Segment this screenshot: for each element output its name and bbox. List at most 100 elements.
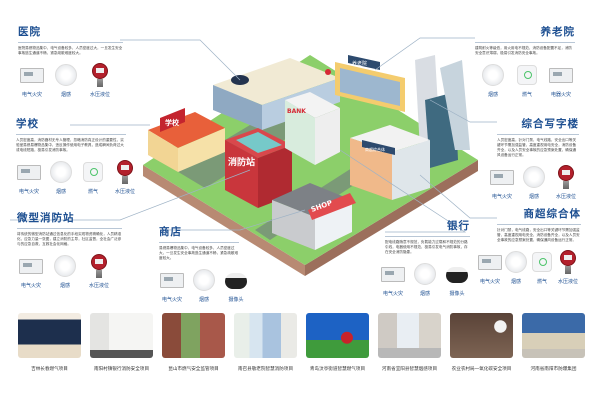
section-title: 养老院: [540, 26, 575, 38]
divider: [18, 42, 123, 43]
project-card[interactable]: 河南省南阳市防爆集团: [522, 313, 585, 372]
device-label: 燃气: [87, 189, 98, 195]
gas-detector-icon: [529, 249, 555, 275]
device-label: 烟感: [510, 279, 521, 285]
device-item: 电气火灾: [16, 159, 42, 195]
device-item: 燃气: [80, 159, 106, 195]
smoke-detector-icon: [191, 267, 217, 293]
device-label: 烟感: [55, 189, 66, 195]
device-label: 电器火灾: [550, 92, 571, 98]
mall-building: 商超综合体: [350, 125, 430, 200]
device-item: 水压液位: [553, 164, 579, 200]
section-description: 医院易燃物品集中，电气设备较多，人员密度过大，一旦发生安全事故逃生通道不畅，紧急…: [18, 46, 123, 55]
section-bank: 银行 配电线路随意不规范，负载能力过载和不规范的分路引线，电器使用不规范，极易引…: [381, 218, 470, 297]
section-title: 银行: [447, 220, 470, 232]
device-label: 电气火灾: [18, 189, 39, 195]
gas-detector-icon: [514, 62, 540, 88]
device-item: 摄像头: [223, 267, 249, 303]
device-item: 摄像头: [444, 261, 470, 297]
device-item: 烟感: [479, 62, 507, 98]
project-caption: 河南省宜阳县智慧烟感项目: [381, 367, 438, 372]
device-label: 水压液位: [555, 194, 576, 200]
section-title: 微型消防站: [17, 212, 75, 224]
device-label: 电气火灾: [479, 279, 500, 285]
project-card[interactable]: 吉林长春燃气项目: [18, 313, 81, 372]
project-gallery: 吉林长春燃气项目 南阳村镇银行消防安全项目 昆山市燃气安全监管项目 南召县敬老院…: [18, 313, 585, 372]
project-photo: [18, 313, 81, 358]
divider: [159, 242, 239, 243]
project-caption: 南阳村镇银行消防安全项目: [93, 367, 150, 372]
electric-fire-detector-icon: [159, 267, 185, 293]
device-list: 电气火灾烟感水压液位: [17, 253, 122, 289]
divider: [497, 134, 579, 135]
project-photo: [378, 313, 441, 358]
bank-sign: BANK: [287, 108, 306, 115]
fire-station-sign: 消防站: [228, 156, 255, 168]
camera-icon: [444, 261, 470, 287]
project-caption: 南召县敬老院智慧消防项目: [237, 367, 294, 372]
divider: [16, 134, 126, 135]
device-item: 电气火灾: [489, 164, 515, 200]
project-card[interactable]: 南召县敬老院智慧消防项目: [234, 313, 297, 372]
device-list: 电气火灾 烟感 燃气 水压液位: [16, 159, 135, 195]
project-photo: [450, 313, 513, 358]
device-item: 水压液位: [112, 159, 138, 195]
device-item: 电气火灾: [17, 253, 45, 289]
section-description: 人员密度高，针对门禁，电气线路，安全出口等关键环节需加强监管，高度重视用电安全，…: [497, 138, 577, 157]
device-label: 电气火灾: [161, 297, 182, 303]
device-item: 水压液位: [86, 62, 114, 98]
section-description: 将传统的微型消防站通过信息化的手段实现物资精确化，人员精准化，应急力量一张图，建…: [17, 232, 122, 246]
project-card[interactable]: 昆山市燃气安全监管项目: [162, 313, 225, 372]
device-label: 烟感: [487, 92, 498, 98]
device-label: 水压液位: [557, 279, 578, 285]
section-description: 建筑耐火等级低，用火用电不规范，消防设备配置不足，消防安全意识薄弱，极易引发消防…: [475, 46, 573, 55]
connector-lines: [10, 37, 497, 233]
water-pressure-gauge-icon: [555, 249, 581, 275]
section-title: 商超综合体: [523, 208, 581, 220]
smoke-detector-icon: [48, 159, 74, 185]
project-card[interactable]: 南阳村镇银行消防安全项目: [90, 313, 153, 372]
office-towers: [415, 55, 470, 168]
device-item: 烟感: [503, 249, 529, 285]
electric-fire-detector-icon: [16, 159, 42, 185]
device-label: 电气火灾: [20, 283, 41, 289]
project-card[interactable]: 农业农村局一氧化碳安全项目: [450, 313, 513, 372]
device-item: 电气火灾: [159, 267, 185, 303]
project-photo: [522, 313, 585, 358]
project-caption: 河南省南阳市防爆集团: [530, 367, 577, 372]
project-card[interactable]: 河南省宜阳县智慧烟感项目: [378, 313, 441, 372]
school-building: 学校: [148, 108, 225, 172]
device-label: 烟感: [419, 291, 430, 297]
device-list: 电气火灾烟感摄像头: [159, 267, 247, 303]
water-pressure-gauge-icon: [86, 253, 112, 279]
project-photo: [90, 313, 153, 358]
device-label: 电气火灾: [491, 194, 512, 200]
project-photo: [306, 313, 369, 358]
section-description: 针对门禁，电气线路，安全出口等关键环节需加强监管，高度重视用电安全，消防设备齐全…: [497, 228, 580, 242]
section-description: 人员密度高，消防器材无专人管理，忽略消防真正设计的重要性，实验室易燃易爆物品集中…: [16, 138, 124, 152]
device-label: 水压液位: [89, 92, 110, 98]
device-item: 烟感: [52, 62, 80, 98]
device-label: 烟感: [59, 283, 70, 289]
project-photo: [162, 313, 225, 358]
nursing-home-sign: 养老院: [352, 60, 367, 67]
section-hospital: 医院 医院易燃物品集中，电气设备较多，人员密度过大，一旦发生安全事故逃生通道不畅…: [18, 24, 123, 98]
project-card[interactable]: 青岛汶亭街道智慧燃气项目: [306, 313, 369, 372]
section-title: 商店: [159, 226, 182, 238]
project-photo: [234, 313, 297, 358]
water-pressure-gauge-icon: [112, 159, 138, 185]
device-item: 水压液位: [555, 249, 581, 285]
project-caption: 农业农村局一氧化碳安全项目: [451, 367, 512, 372]
device-item: 燃气: [529, 249, 555, 285]
divider: [475, 42, 575, 43]
smoke-detector-icon: [52, 253, 78, 279]
device-item: 电气火灾: [18, 62, 46, 98]
section-title: 学校: [16, 118, 39, 130]
smoke-detector-icon: [503, 249, 529, 275]
device-label: 摄像头: [228, 297, 244, 303]
smoke-detector-icon: [412, 261, 438, 287]
device-label: 电气火灾: [21, 92, 42, 98]
electric-fire-detector-icon: [489, 164, 515, 190]
device-label: 电气火灾: [382, 291, 403, 297]
mall-sign: 商超综合体: [365, 146, 385, 152]
